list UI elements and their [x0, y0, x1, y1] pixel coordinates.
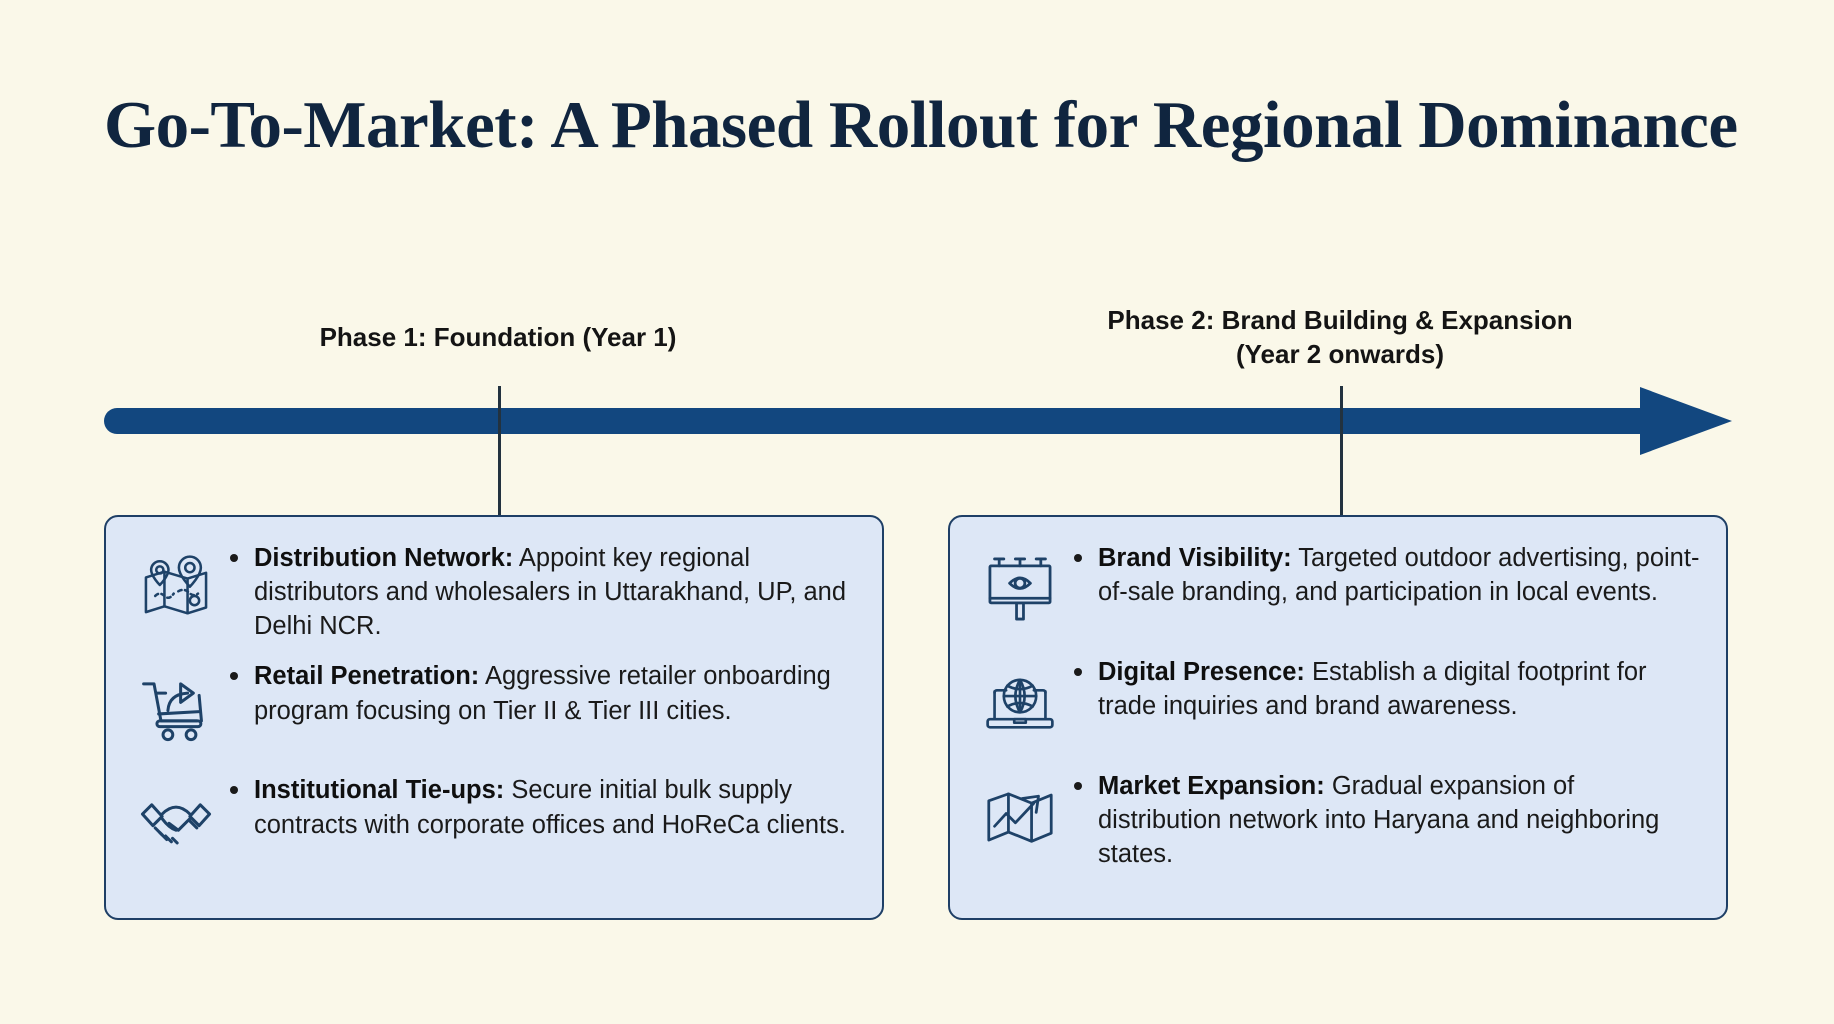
- list-item: Institutional Tie-ups: Secure initial bu…: [128, 771, 856, 871]
- phase-2-card: Brand Visibility: Targeted outdoor adver…: [948, 515, 1728, 920]
- phase-label-2: Phase 2: Brand Building & Expansion (Yea…: [1107, 305, 1573, 370]
- list-item-text: Market Expansion: Gradual expansion of d…: [1068, 767, 1700, 871]
- map-pins-icon: [128, 539, 224, 639]
- list-item: Market Expansion: Gradual expansion of d…: [972, 767, 1700, 871]
- list-item-text: Institutional Tie-ups: Secure initial bu…: [224, 771, 856, 841]
- list-item-term: Digital Presence:: [1098, 658, 1305, 686]
- handshake-icon: [128, 771, 224, 871]
- list-item-term: Retail Penetration:: [254, 662, 480, 691]
- list-item-text: Distribution Network: Appoint key region…: [224, 539, 856, 643]
- phase-1-card: Distribution Network: Appoint key region…: [104, 515, 884, 920]
- laptop-globe-icon: [972, 653, 1068, 753]
- list-item-term: Institutional Tie-ups:: [254, 776, 505, 805]
- list-item-term: Market Expansion:: [1098, 772, 1325, 800]
- list-item-description: Establish a digital footprint for trade …: [1098, 658, 1647, 721]
- phase-label-1: Phase 1: Foundation (Year 1): [319, 322, 677, 352]
- list-item-description: Targeted outdoor advertising, point-of-s…: [1098, 544, 1700, 607]
- list-item-text: Brand Visibility: Targeted outdoor adver…: [1068, 539, 1700, 609]
- list-item: Retail Penetration: Aggressive retailer …: [128, 657, 856, 757]
- timeline-arrowhead-icon: [1640, 387, 1732, 455]
- list-item: Digital Presence: Establish a digital fo…: [972, 653, 1700, 753]
- list-item-description: Aggressive retailer onboarding program f…: [254, 662, 831, 725]
- page-title: Go-To-Market: A Phased Rollout for Regio…: [104, 88, 1738, 162]
- list-item-text: Digital Presence: Establish a digital fo…: [1068, 653, 1700, 723]
- list-item: Brand Visibility: Targeted outdoor adver…: [972, 539, 1700, 639]
- list-item-term: Distribution Network:: [254, 544, 514, 572]
- shopping-cart-arrow-icon: [128, 657, 224, 757]
- list-item-text: Retail Penetration: Aggressive retailer …: [224, 657, 856, 727]
- list-item-description: Gradual expansion of distribution networ…: [1098, 772, 1660, 869]
- timeline-connector-phase-2: [1340, 386, 1343, 516]
- list-item-description: Appoint key regional distributors and wh…: [254, 544, 847, 641]
- timeline-connector-phase-1: [498, 386, 501, 516]
- list-item-description: Secure initial bulk supply contracts wit…: [254, 776, 846, 839]
- billboard-eye-icon: [972, 539, 1068, 639]
- list-item: Distribution Network: Appoint key region…: [128, 539, 856, 643]
- timeline-bar: [104, 408, 1660, 434]
- list-item-term: Brand Visibility:: [1098, 544, 1292, 572]
- map-growth-arrow-icon: [972, 767, 1068, 867]
